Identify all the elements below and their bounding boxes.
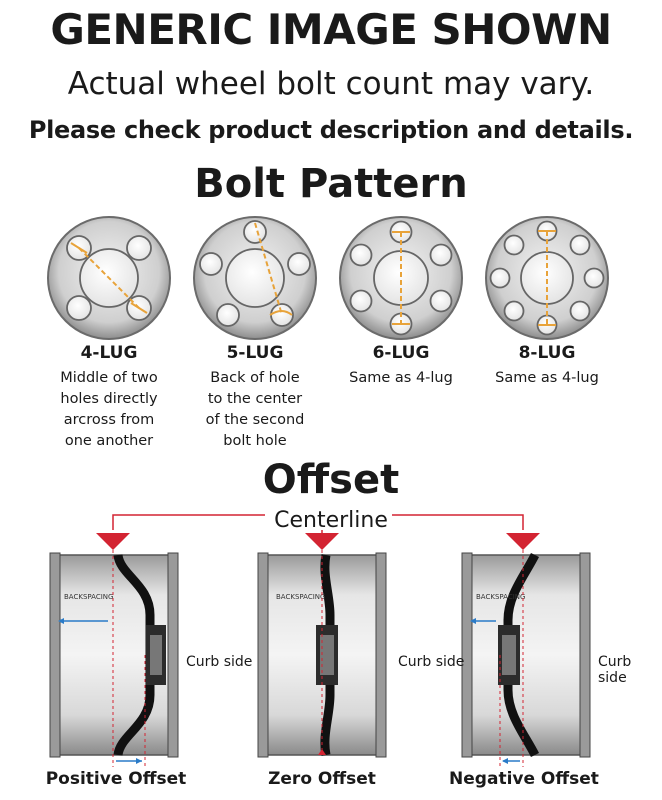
curb-side-label-zero: Curb side: [398, 654, 465, 670]
page-title: GENERIC IMAGE SHOWN: [50, 5, 612, 54]
curb-side-label-negative: Curb side: [598, 654, 632, 686]
lug-desc-line: Same as 4-lug: [349, 370, 453, 386]
curb-side-label-positive: Curb side: [186, 654, 253, 670]
zero-offset-label: Zero Offset: [268, 769, 376, 789]
centerline-connector-left: [112, 514, 265, 530]
lug-desc-line: to the center: [207, 391, 303, 407]
wheel-6-lug-diagram: [339, 216, 463, 340]
lug-desc-line: Same as 4-lug: [495, 370, 599, 386]
lug-desc-4: Middle of two holes directly arcross fro…: [34, 368, 184, 452]
lug-desc-8: Same as 4-lug: [472, 368, 622, 389]
lug-title-8: 8-LUG: [518, 343, 576, 363]
positive-offset-label: Positive Offset: [45, 769, 187, 789]
lug-title-4: 4-LUG: [80, 343, 138, 363]
lug-desc-line: bolt hole: [223, 433, 287, 449]
offset-heading: Offset: [262, 457, 400, 503]
bolt-count-notice: Actual wheel bolt count may vary.: [67, 66, 595, 102]
wheel-4-lug-diagram: [47, 216, 171, 340]
centerline-label: Centerline: [274, 508, 388, 533]
lug-desc-line: one another: [64, 433, 154, 449]
wheel-negative-offset: BACKSPACING: [461, 550, 591, 767]
centerline-marker-negative: [506, 533, 540, 550]
offset-diagram: BACKSPACING BACKSPACING BACKSPACING: [49, 514, 591, 767]
centerline-marker-zero: [305, 533, 339, 550]
centerline-marker-positive: [96, 533, 130, 550]
lug-desc-line: holes directly: [60, 391, 158, 407]
lug-desc-6: Same as 4-lug: [326, 368, 476, 389]
centerline-connector-right: [392, 514, 524, 530]
lug-desc-5: Back of hole to the center of the second…: [180, 368, 330, 452]
wheel-zero-offset: BACKSPACING: [257, 550, 387, 758]
lug-title-6: 6-LUG: [372, 343, 430, 363]
lug-desc-line: Back of hole: [210, 370, 300, 386]
lug-title-5: 5-LUG: [226, 343, 284, 363]
product-details-notice: Please check product description and det…: [28, 116, 634, 144]
lug-desc-line: Middle of two: [60, 370, 158, 386]
svg-text:BACKSPACING: BACKSPACING: [276, 593, 325, 601]
wheel-8-lug-diagram: [485, 216, 609, 340]
negative-offset-label: Negative Offset: [449, 769, 599, 789]
svg-text:BACKSPACING: BACKSPACING: [64, 593, 113, 601]
lug-desc-line: arcross from: [63, 412, 155, 428]
wheel-positive-offset: BACKSPACING: [49, 550, 179, 767]
bolt-pattern-heading: Bolt Pattern: [194, 161, 468, 207]
svg-text:BACKSPACING: BACKSPACING: [476, 593, 525, 601]
wheel-5-lug-diagram: [193, 216, 317, 340]
lug-desc-line: of the second: [205, 412, 305, 428]
